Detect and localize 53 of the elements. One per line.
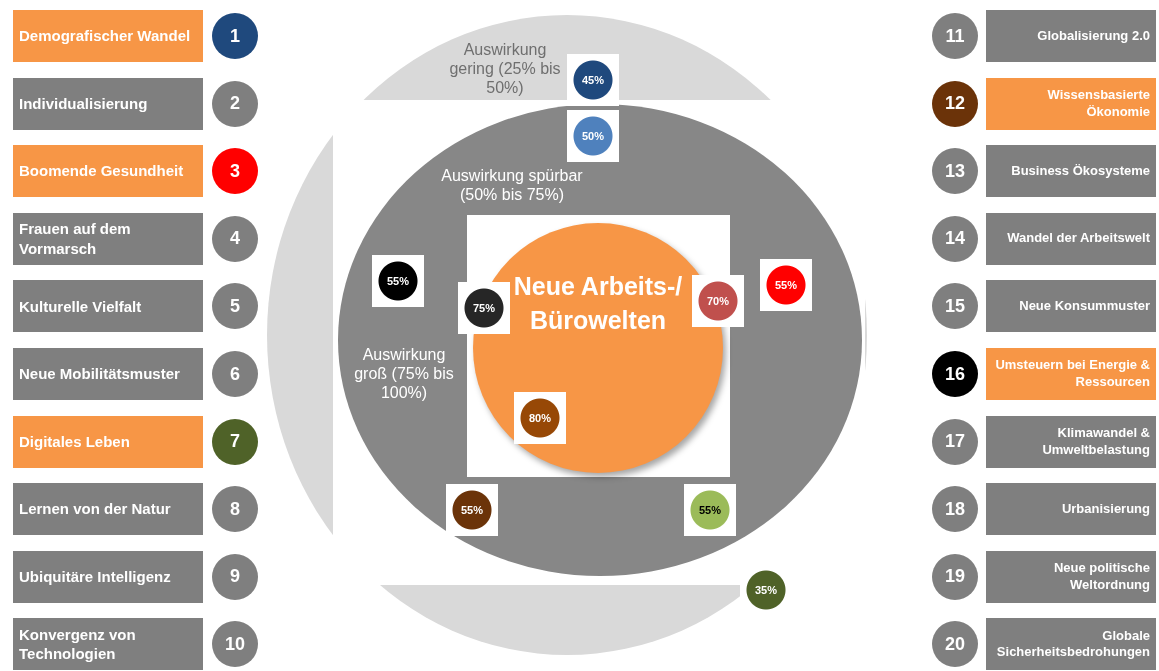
trend-label: Boomende Gesundheit bbox=[13, 145, 203, 198]
ring-label: Auswirkung spürbar (50% bis 75%) bbox=[440, 166, 584, 205]
trend-label: Demografischer Wandel bbox=[13, 10, 203, 62]
percent-badge: 45% bbox=[567, 54, 619, 106]
trend-label: Globalisierung 2.0 bbox=[986, 10, 1156, 62]
number-badge: 19 bbox=[932, 553, 978, 600]
number-badge: 4 bbox=[212, 215, 258, 262]
number-badge: 5 bbox=[212, 283, 258, 330]
number-badge: 10 bbox=[212, 621, 258, 668]
trend-label: Digitales Leben bbox=[13, 415, 203, 468]
percent-badge: 80% bbox=[514, 392, 566, 444]
percent-badge: 50% bbox=[567, 110, 619, 162]
number-badge: 9 bbox=[212, 553, 258, 600]
percent-badge: 55% bbox=[446, 484, 498, 536]
percent-badge: 70% bbox=[692, 275, 744, 327]
trend-label: Kulturelle Vielfalt bbox=[13, 280, 203, 333]
number-badge: 18 bbox=[932, 486, 978, 533]
percent-badge: 55% bbox=[684, 484, 736, 536]
trend-label: Globale Sicherheitsbedrohungen bbox=[986, 618, 1156, 671]
number-badge: 15 bbox=[932, 283, 978, 330]
number-badge: 11 bbox=[932, 13, 978, 59]
trend-label: Konvergenz von Technologien bbox=[13, 618, 203, 671]
number-badge: 7 bbox=[212, 418, 258, 465]
trend-label: Neue Konsummuster bbox=[986, 280, 1156, 333]
number-badge: 6 bbox=[212, 351, 258, 397]
number-badge: 12 bbox=[932, 80, 978, 127]
percent-badge: 75% bbox=[458, 282, 510, 334]
number-badge: 8 bbox=[212, 486, 258, 533]
trend-label: Individualisierung bbox=[13, 77, 203, 130]
trend-label: Klimawandel & Umweltbelastung bbox=[986, 415, 1156, 468]
number-badge: 3 bbox=[212, 148, 258, 195]
trend-label: Frauen auf dem Vormarsch bbox=[13, 212, 203, 265]
trend-label: Business Ökosysteme bbox=[986, 145, 1156, 198]
ring-label: Auswirkung groß (75% bis 100%) bbox=[353, 345, 455, 403]
ring-label: Auswirkung gering (25% bis 50%) bbox=[448, 40, 562, 98]
number-badge: 13 bbox=[932, 148, 978, 195]
trend-label: Neue Mobilitätsmuster bbox=[13, 348, 203, 400]
number-badge: 17 bbox=[932, 418, 978, 465]
trend-label: Wandel der Arbeitswelt bbox=[986, 212, 1156, 265]
number-badge: 1 bbox=[212, 13, 258, 59]
trend-label: Umsteuern bei Energie & Ressourcen bbox=[986, 348, 1156, 400]
trend-label: Wissensbasierte Ökonomie bbox=[986, 77, 1156, 130]
percent-badge: 55% bbox=[372, 255, 424, 307]
percent-badge: 55% bbox=[760, 259, 812, 311]
trend-label: Urbanisierung bbox=[986, 483, 1156, 536]
trend-label: Neue politische Weltordnung bbox=[986, 550, 1156, 603]
trend-label: Ubiquitäre Intelligenz bbox=[13, 550, 203, 603]
trend-label: Lernen von der Natur bbox=[13, 483, 203, 536]
number-badge: 14 bbox=[932, 215, 978, 262]
center-title: Neue Arbeits-/ Bürowelten bbox=[512, 271, 684, 336]
number-badge: 20 bbox=[932, 621, 978, 668]
number-badge: 2 bbox=[212, 80, 258, 127]
number-badge: 16 bbox=[932, 351, 978, 397]
